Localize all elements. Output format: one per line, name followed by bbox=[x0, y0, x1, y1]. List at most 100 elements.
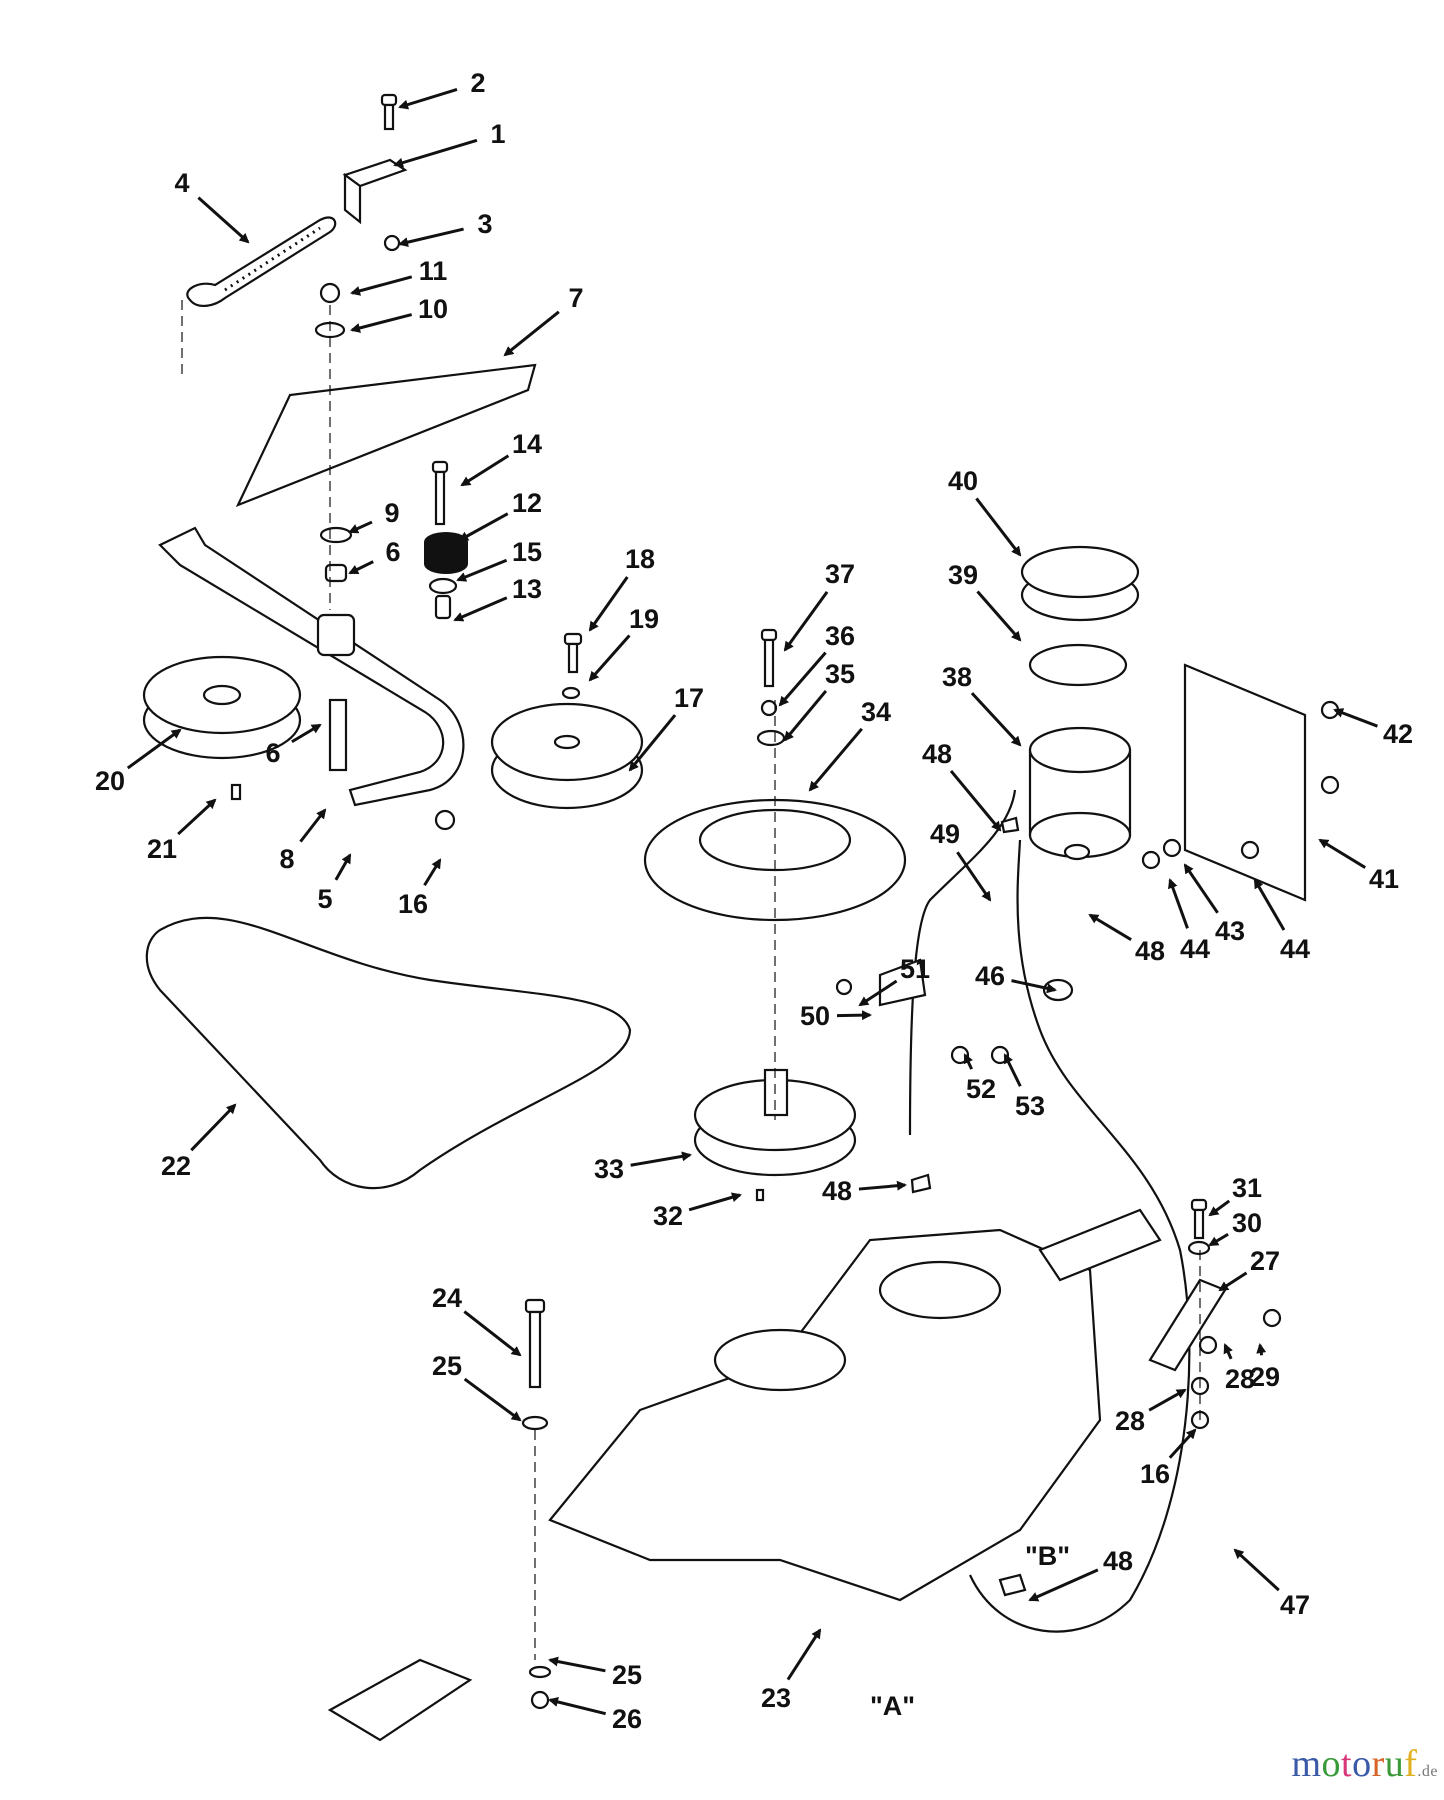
callout-4: 4 bbox=[174, 168, 250, 244]
callout-number: 10 bbox=[418, 294, 448, 324]
spring-part-4 bbox=[186, 216, 337, 307]
callout-5: 5 bbox=[317, 853, 352, 914]
callout-number: 28 bbox=[1115, 1406, 1145, 1436]
callout-number: 31 bbox=[1232, 1173, 1262, 1203]
callout-40: 40 bbox=[948, 466, 1022, 557]
washer-part-43 bbox=[1162, 838, 1182, 858]
cap-part-40 bbox=[1020, 545, 1140, 622]
callout-number: 13 bbox=[512, 574, 542, 604]
bolt-part-14 bbox=[431, 460, 449, 526]
callout-number: 43 bbox=[1215, 916, 1245, 946]
callout-number: 26 bbox=[612, 1704, 642, 1734]
leader-arrow bbox=[1168, 1428, 1197, 1459]
callout-35: 35 bbox=[783, 659, 855, 742]
callout-number: 23 bbox=[761, 1683, 791, 1713]
callout-43: 43 bbox=[1183, 863, 1245, 946]
leader-arrow bbox=[808, 727, 863, 792]
clamp-part-48c bbox=[910, 1173, 932, 1194]
callout-13: 13 bbox=[453, 574, 542, 622]
callout-number: 32 bbox=[653, 1201, 683, 1231]
callout-number: 11 bbox=[419, 256, 448, 286]
transaxle-part-23 bbox=[327, 1208, 1162, 1742]
bumper-part-12 bbox=[424, 532, 468, 574]
bracket-part-1 bbox=[342, 158, 408, 225]
leader-arrow bbox=[393, 138, 478, 168]
leader-arrow bbox=[1223, 1343, 1233, 1360]
spacer-part-28 bbox=[1198, 1335, 1218, 1355]
leader-arrow bbox=[1233, 1548, 1280, 1592]
callout-number: 35 bbox=[825, 659, 855, 689]
nut-part-3 bbox=[383, 234, 401, 252]
watermark-tld: .de bbox=[1417, 1763, 1438, 1780]
callout-number: 50 bbox=[800, 1001, 830, 1031]
shoulder-bolt-part-8 bbox=[328, 698, 348, 772]
callout-47: 47 bbox=[1233, 1548, 1310, 1620]
leader-arrow bbox=[1003, 1053, 1022, 1087]
callout-3: 3 bbox=[398, 209, 493, 248]
callout-50: 50 bbox=[800, 1001, 872, 1031]
leader-arrow bbox=[177, 798, 217, 836]
callout-11: 11 bbox=[350, 256, 448, 296]
bolt-part-24 bbox=[524, 1298, 546, 1389]
callout-23: 23 bbox=[761, 1628, 822, 1713]
leader-arrow bbox=[1088, 913, 1132, 941]
leader-arrow bbox=[1148, 1388, 1187, 1412]
leader-arrow bbox=[348, 520, 373, 534]
leader-arrow bbox=[858, 979, 898, 1007]
callout-number: 53 bbox=[1015, 1091, 1045, 1121]
key-part-32 bbox=[755, 1188, 765, 1202]
reservoir-part-38 bbox=[1028, 726, 1132, 859]
leader-arrow bbox=[1208, 1199, 1231, 1217]
callout-number: 51 bbox=[900, 954, 930, 984]
callout-8: 8 bbox=[279, 808, 327, 874]
gasket-part-39 bbox=[1028, 643, 1128, 687]
callout-20: 20 bbox=[95, 728, 182, 796]
callout-44a: 44 bbox=[1168, 878, 1210, 964]
callout-number: 47 bbox=[1280, 1590, 1310, 1620]
leader-arrow bbox=[630, 1151, 692, 1167]
leader-arrow bbox=[503, 310, 560, 357]
callout-number: 25 bbox=[612, 1660, 642, 1690]
clamp-bracket-part-50 bbox=[878, 958, 927, 1007]
leader-arrow bbox=[588, 576, 629, 632]
leader-arrow bbox=[688, 1192, 742, 1212]
callout-48d: 48 bbox=[1028, 1546, 1133, 1602]
callout-number: 39 bbox=[948, 560, 978, 590]
plate-part-7 bbox=[235, 363, 537, 508]
callout-number: 18 bbox=[625, 544, 655, 574]
washer-part-35 bbox=[756, 729, 786, 747]
leader-arrow bbox=[970, 692, 1022, 747]
nut-part-26 bbox=[530, 1690, 550, 1710]
callout-31: 31 bbox=[1208, 1173, 1262, 1217]
callout-number: 6 bbox=[265, 738, 280, 768]
callout-number: 34 bbox=[861, 697, 891, 727]
leader-arrow bbox=[398, 88, 458, 110]
clamp-part-48b bbox=[1063, 843, 1091, 861]
leader-arrow bbox=[398, 227, 464, 248]
leader-arrow bbox=[628, 714, 677, 772]
watermark-letter: o bbox=[1321, 1743, 1342, 1785]
callout-number: 40 bbox=[948, 466, 978, 496]
callout-number: 48 bbox=[822, 1176, 852, 1206]
watermark-letter: r bbox=[1371, 1743, 1385, 1785]
nut-part-44b bbox=[1240, 840, 1260, 860]
callout-number: 14 bbox=[512, 429, 542, 459]
callout-44b: 44 bbox=[1253, 878, 1310, 964]
callout-number: 4 bbox=[174, 168, 189, 198]
leader-arrow bbox=[463, 1377, 522, 1422]
callout-9: 9 bbox=[348, 498, 400, 534]
watermark-logo: motoruf.de bbox=[1291, 1742, 1438, 1786]
bolt-part-2 bbox=[380, 93, 398, 131]
callout-26: 26 bbox=[548, 1697, 642, 1734]
leader-arrow bbox=[975, 497, 1022, 557]
leader-arrow bbox=[783, 590, 829, 652]
washer-part-9 bbox=[319, 526, 353, 544]
callout-number: 38 bbox=[942, 662, 972, 692]
callout-18: 18 bbox=[588, 544, 655, 632]
callout-number: 16 bbox=[1140, 1459, 1170, 1489]
bolt-part-18 bbox=[563, 632, 583, 674]
callout-number: 30 bbox=[1232, 1208, 1262, 1238]
bolt-part-51 bbox=[835, 978, 853, 996]
washer-part-19 bbox=[561, 686, 581, 700]
callout-28b: 28 bbox=[1115, 1388, 1187, 1436]
